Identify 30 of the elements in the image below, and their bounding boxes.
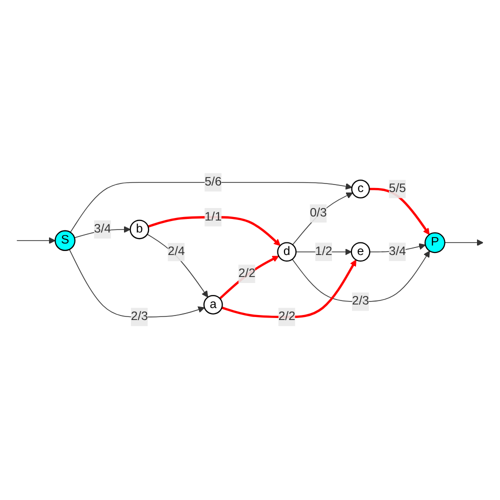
arrow [221, 260, 356, 318]
edge-label: 2/2 [278, 310, 296, 324]
edge-label: 0/3 [310, 206, 327, 220]
arrow [369, 188, 430, 236]
arrow [69, 249, 205, 318]
node-circle: P [424, 232, 446, 254]
edge-label: 2/4 [168, 245, 185, 259]
arrow [292, 192, 353, 246]
node-circle: d [277, 242, 297, 262]
arrow [146, 234, 208, 298]
node-circle: S [54, 230, 76, 252]
edge-label: 3/4 [388, 245, 406, 258]
arrow [16, 238, 56, 244]
arrow [70, 182, 352, 234]
node-circle: b [130, 220, 150, 240]
node-circle: c [351, 180, 370, 199]
node-circle: a [203, 295, 223, 315]
edge-label: 1/2 [315, 245, 332, 258]
edge-label: 5/6 [204, 176, 222, 189]
edge-label: 1/1 [204, 210, 222, 224]
arrow [219, 256, 280, 300]
edge-label: 2/3 [130, 310, 148, 324]
arrow [148, 216, 280, 246]
arrow [292, 251, 430, 302]
edge-label: 2/3 [352, 295, 370, 308]
node-circle: e [350, 242, 370, 262]
edge-label: 5/5 [388, 182, 406, 196]
arrow [444, 240, 484, 246]
edge-label: 2/2 [238, 267, 256, 280]
edge-label: 3/4 [94, 222, 112, 236]
